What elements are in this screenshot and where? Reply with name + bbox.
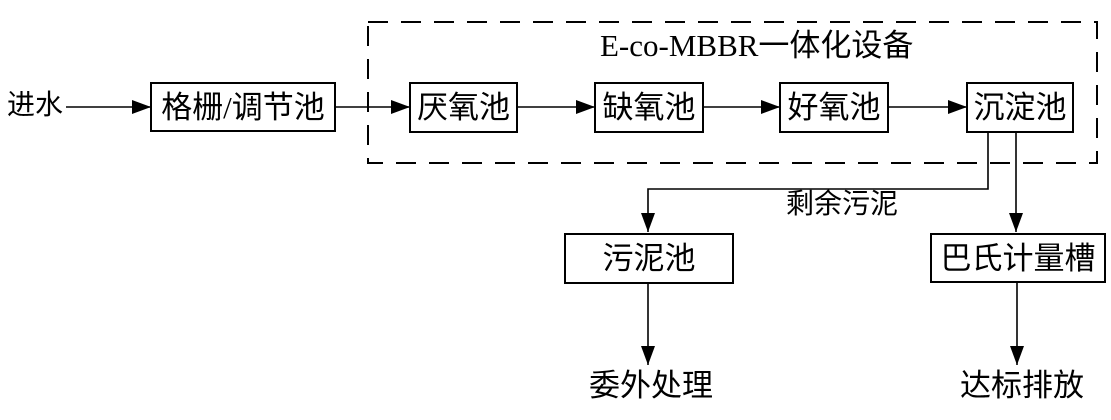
node-anoxic-tank: 缺氧池: [594, 82, 704, 133]
node-aerobic-tank: 好氧池: [779, 82, 889, 133]
node-anoxic-tank-label: 缺氧池: [602, 90, 696, 125]
node-parshall-flume-label: 巴氏计量槽: [940, 240, 1096, 276]
mbbr-unit-dashed-boundary: [367, 21, 1098, 164]
node-sedimentation-tank-label: 沉淀池: [973, 90, 1067, 125]
standard-discharge-label: 达标排放: [960, 368, 1084, 403]
node-aerobic-tank-label: 好氧池: [787, 90, 881, 125]
node-anaerobic-tank: 厌氧池: [409, 82, 518, 133]
node-screen-regulation-tank-label: 格栅/调节池: [161, 89, 325, 125]
node-parshall-flume: 巴氏计量槽: [930, 233, 1106, 283]
node-screen-regulation-tank: 格栅/调节池: [150, 82, 336, 132]
node-sedimentation-tank: 沉淀池: [966, 82, 1074, 133]
outsourced-treatment-label: 委外处理: [589, 368, 713, 403]
mbbr-unit-title: E-co-MBBR一体化设备: [600, 28, 914, 63]
connector-sedimentation-to-sludge: [641, 133, 989, 232]
node-anaerobic-tank-label: 厌氧池: [417, 90, 510, 125]
surplus-sludge-label: 剩余污泥: [786, 189, 899, 220]
node-sludge-tank: 污泥池: [564, 233, 734, 284]
node-sludge-tank-label: 污泥池: [602, 241, 696, 276]
inlet-label: 进水: [7, 90, 64, 121]
